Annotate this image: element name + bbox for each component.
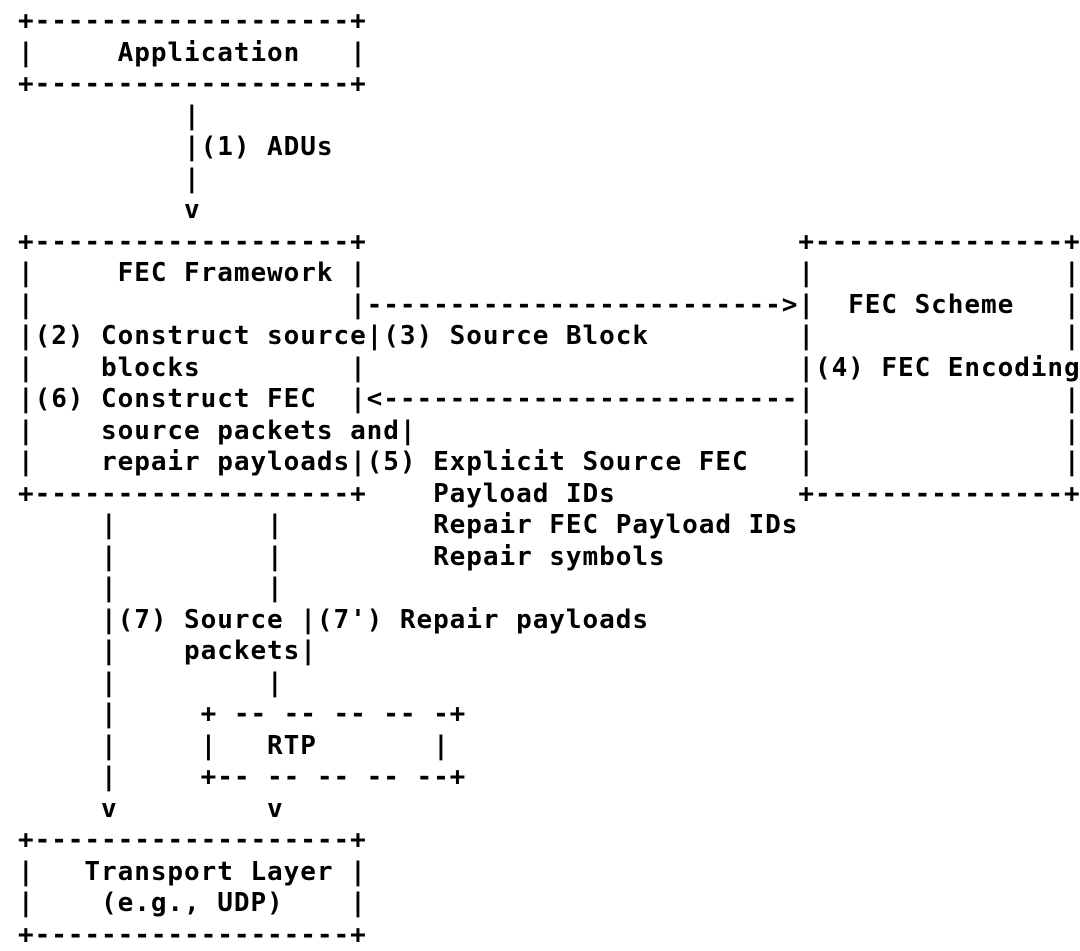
diagram-row-construct-source-and-source-block-label: |(2) Construct source|(3) Source Block |… xyxy=(18,321,1080,353)
diagram-row-rtp-top-border: | + -- -- -- -- -+ xyxy=(18,699,1080,731)
diagram-row-fec-framework-label: | FEC Framework | | | xyxy=(18,258,1080,290)
diagram-row-adus-connector-bottom: | xyxy=(18,164,1080,196)
diagram-row-transport-arrowheads: v v xyxy=(18,794,1080,826)
diagram-row-transport-top-border: +-------------------+ xyxy=(18,825,1080,857)
diagram-row-transport-layer-label: | Transport Layer | xyxy=(18,857,1080,889)
diagram-row-repair-payloads-and-explicit-source-fec: | repair payloads|(5) Explicit Source FE… xyxy=(18,447,1080,479)
diagram-row-transport-bottom-border: +-------------------+ xyxy=(18,920,1080,951)
diagram-row-repair-fec-payload-ids: | | Repair FEC Payload IDs xyxy=(18,510,1080,542)
diagram-row-framework-scheme-top-borders: +-------------------+ +---------------+ xyxy=(18,227,1080,259)
diagram-row-application-bottom-border: +-------------------+ xyxy=(18,69,1080,101)
diagram-row-framework-scheme-bottom-borders-and-payload-ids: +-------------------+ Payload IDs +-----… xyxy=(18,479,1080,511)
fec-framework-ascii-diagram: +-------------------+| Application |+---… xyxy=(18,6,1080,951)
diagram-row-adus-connector-top: | xyxy=(18,101,1080,133)
diagram-row-repair-symbols: | | Repair symbols xyxy=(18,542,1080,574)
diagram-row-construct-fec-and-return-arrow: |(6) Construct FEC |<-------------------… xyxy=(18,384,1080,416)
diagram-row-adus-arrowhead: v xyxy=(18,195,1080,227)
diagram-row-source-packets-and-repair-payloads-labels: |(7) Source |(7') Repair payloads xyxy=(18,605,1080,637)
diagram-row-rtp-bottom-border: | +-- -- -- -- --+ xyxy=(18,762,1080,794)
diagram-row-source-packets-and: | source packets and| | | xyxy=(18,416,1080,448)
diagram-row-application-top-border: +-------------------+ xyxy=(18,6,1080,38)
diagram-row-downlink-connectors-b: | | xyxy=(18,668,1080,700)
diagram-row-application-label: | Application | xyxy=(18,38,1080,70)
diagram-row-transport-layer-sublabel: | (e.g., UDP) | xyxy=(18,888,1080,920)
diagram-row-adus-label: |(1) ADUs xyxy=(18,132,1080,164)
diagram-row-downlink-connectors-a: | | xyxy=(18,573,1080,605)
diagram-row-blocks-and-fec-encoding-label: | blocks | |(4) FEC Encoding| xyxy=(18,353,1080,385)
diagram-row-rtp-label: | | RTP | xyxy=(18,731,1080,763)
diagram-row-packets-label: | packets| xyxy=(18,636,1080,668)
diagram-row-source-block-arrow-and-fec-scheme-label: | |------------------------->| FEC Schem… xyxy=(18,290,1080,322)
